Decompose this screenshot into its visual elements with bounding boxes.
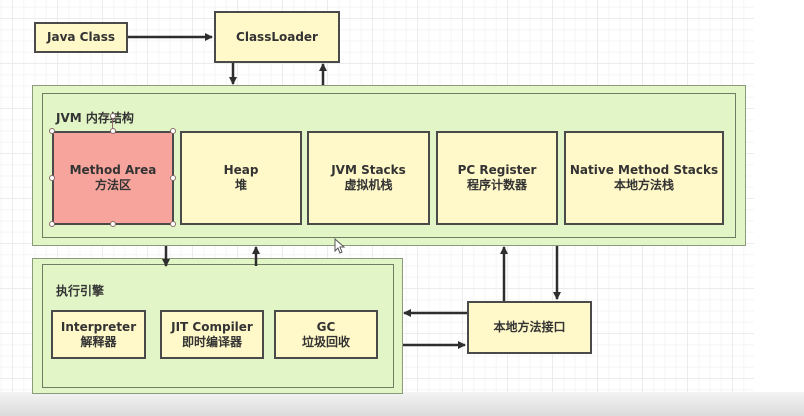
interpreter-zh: 解释器: [80, 334, 117, 349]
pc-register-en: PC Register: [457, 163, 537, 177]
java-class-label: Java Class: [47, 30, 115, 44]
jvm-stacks-en: JVM Stacks: [331, 163, 406, 177]
native-method-stacks-zh: 本地方法栈: [613, 178, 674, 192]
jvm-stacks-node[interactable]: JVM Stacks 虚拟机栈: [307, 131, 430, 225]
native-method-stacks-en: Native Method Stacks: [569, 163, 719, 177]
jvm-stacks-zh: 虚拟机栈: [344, 178, 393, 192]
classloader-label: ClassLoader: [236, 29, 318, 44]
java-class-node[interactable]: Java Class: [34, 22, 128, 53]
native-interface-label: 本地方法接口: [493, 320, 566, 334]
rotate-handle-stem: [112, 118, 113, 129]
resize-handle-br[interactable]: [170, 221, 176, 227]
heap-zh: 堆: [234, 178, 247, 192]
jit-compiler-zh: 即时编译器: [181, 334, 242, 349]
bottom-bar: [0, 392, 804, 416]
heap-node[interactable]: Heap 堆: [180, 131, 302, 225]
native-method-stacks-node[interactable]: Native Method Stacks 本地方法栈: [564, 131, 724, 225]
classloader-node[interactable]: ClassLoader: [214, 11, 340, 63]
gc-en: GC: [316, 319, 336, 334]
method-area-node[interactable]: Method Area 方法区: [52, 131, 174, 225]
mouse-cursor-icon: [334, 238, 346, 254]
gc-zh: 垃圾回收: [301, 334, 350, 349]
method-area-zh: 方法区: [94, 178, 131, 192]
resize-handle-tl[interactable]: [49, 128, 55, 134]
jvm-memory-label: JVM 内存结构: [56, 111, 134, 125]
execution-engine-label: 执行引擎: [56, 284, 105, 298]
resize-handle-bl[interactable]: [49, 221, 55, 227]
resize-handle-tc[interactable]: [110, 128, 116, 134]
interpreter-node[interactable]: Interpreter 解释器: [51, 310, 146, 359]
pc-register-zh: 程序计数器: [466, 178, 527, 192]
method-area-en: Method Area: [69, 163, 157, 177]
jit-compiler-en: JIT Compiler: [171, 319, 253, 334]
resize-handle-mr[interactable]: [170, 175, 176, 181]
interpreter-en: Interpreter: [60, 319, 137, 334]
resize-handle-bc[interactable]: [110, 221, 116, 227]
resize-handle-tr[interactable]: [170, 128, 176, 134]
heap-en: Heap: [223, 163, 259, 177]
native-interface-node[interactable]: 本地方法接口: [467, 301, 592, 354]
jit-compiler-node[interactable]: JIT Compiler 即时编译器: [160, 310, 264, 359]
pc-register-node[interactable]: PC Register 程序计数器: [436, 131, 558, 225]
gc-node[interactable]: GC 垃圾回收: [274, 310, 378, 359]
rotate-handle[interactable]: [110, 113, 116, 119]
resize-handle-ml[interactable]: [49, 175, 55, 181]
